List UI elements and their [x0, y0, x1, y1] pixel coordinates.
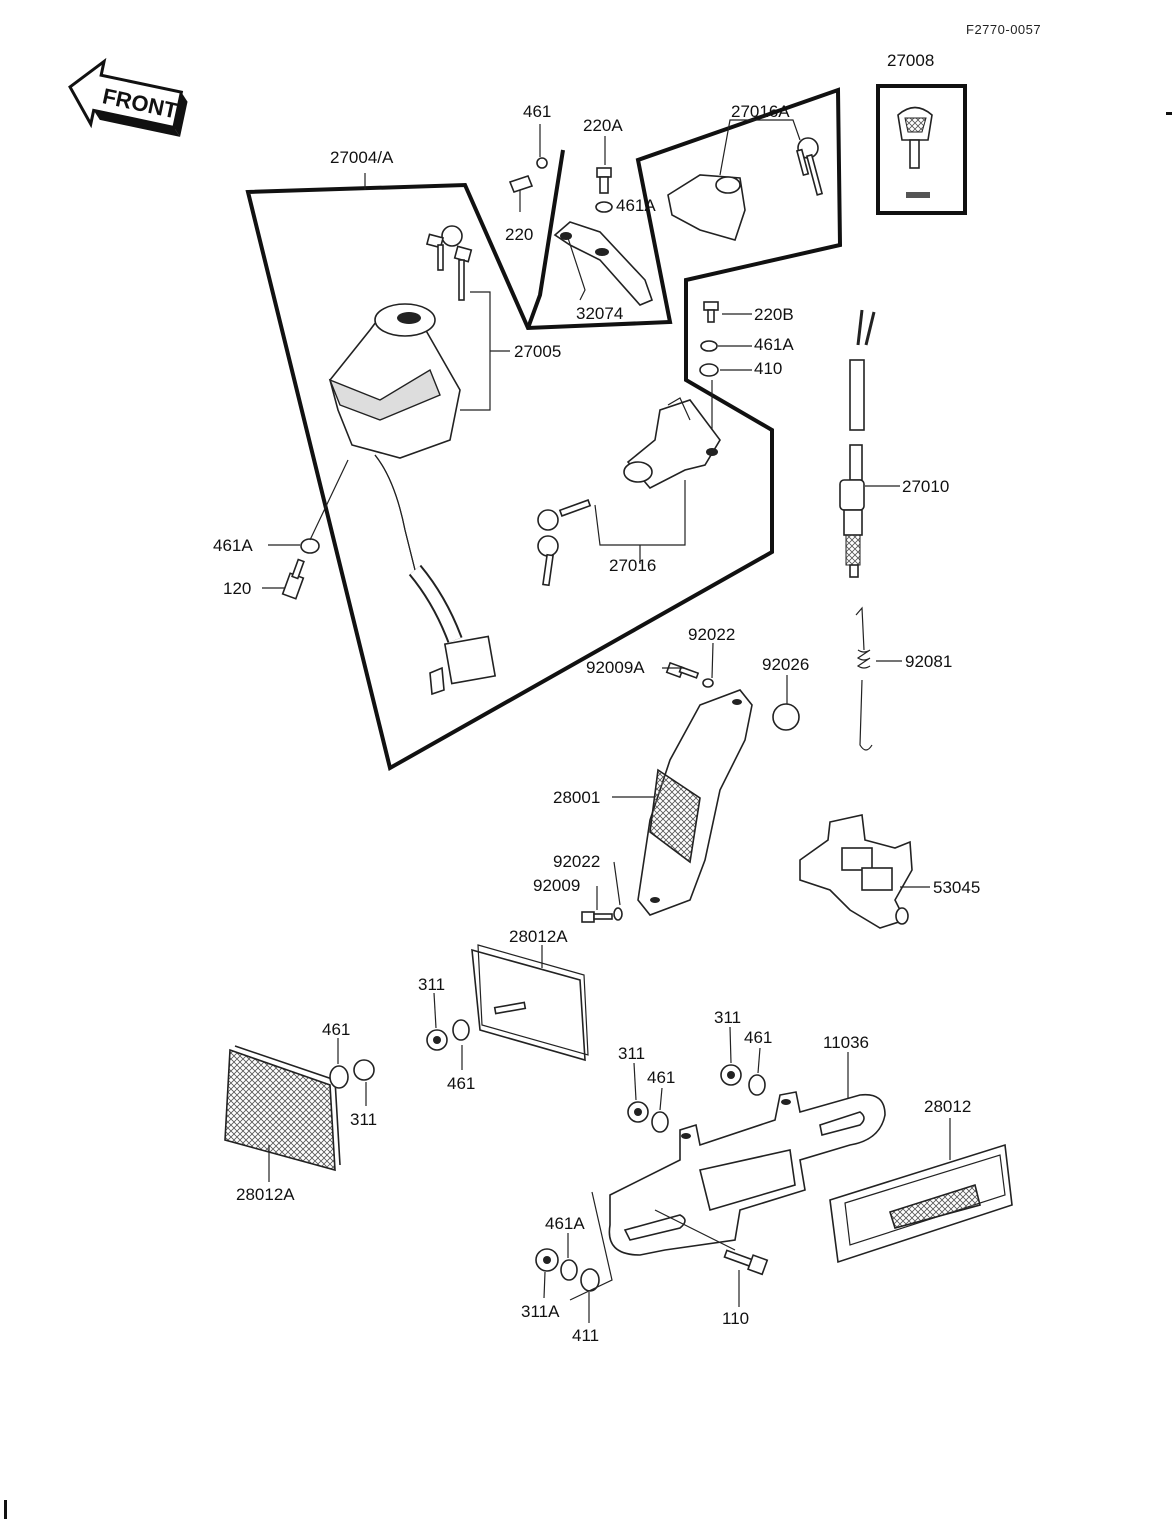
group-outline-27008	[876, 84, 967, 215]
label-461-top: 461	[523, 102, 551, 121]
label-27008: 27008	[887, 51, 934, 70]
label-461-b: 461	[447, 1074, 475, 1093]
label-27004A: 27004/A	[330, 148, 394, 167]
label-28012A-top: 28012A	[509, 927, 568, 946]
label-410: 410	[754, 359, 782, 378]
label-461A-left: 461A	[213, 536, 253, 555]
label-461A-bottom: 461A	[545, 1214, 585, 1233]
nut-washer-set-c-icon	[627, 1101, 669, 1133]
label-27010: 27010	[902, 477, 949, 496]
reflector-bracket-icon	[637, 689, 753, 916]
label-311-a: 311	[418, 975, 445, 994]
nut-washer-set-a-icon	[426, 1019, 470, 1051]
switch-27010-icon	[839, 309, 876, 578]
label-32074: 32074	[576, 304, 623, 323]
label-311-c: 311	[618, 1044, 645, 1063]
label-27005: 27005	[514, 342, 561, 361]
group-outline-32074	[526, 149, 565, 329]
switch-53045-icon	[799, 814, 913, 929]
label-11036: 11036	[823, 1033, 869, 1052]
seat-lock-icon	[667, 137, 824, 241]
nut-washer-set-d-icon	[720, 1064, 766, 1096]
spring-icon	[855, 606, 873, 751]
label-220A: 220A	[583, 116, 623, 135]
screw-220B-icon	[699, 301, 719, 430]
label-92081: 92081	[905, 652, 952, 671]
screw-220A-icon	[595, 167, 613, 213]
label-411: 411	[572, 1326, 599, 1345]
ignition-switch-icon	[328, 303, 497, 696]
label-92022-top: 92022	[688, 625, 735, 644]
label-28001: 28001	[553, 788, 600, 807]
label-311-b: 311	[350, 1110, 377, 1129]
label-311-d: 311	[714, 1008, 741, 1027]
label-461A-mid: 461A	[754, 335, 794, 354]
bolt-110-icon	[723, 1249, 769, 1276]
bolt-92009-icon	[581, 907, 623, 923]
key-pair-icon-bottom	[537, 499, 592, 587]
screw-220-icon	[508, 157, 548, 193]
bracket-32074-icon	[553, 221, 654, 306]
label-461-d: 461	[744, 1028, 772, 1047]
key-pair-icon-top	[425, 225, 473, 301]
fuel-lock-icon	[623, 397, 721, 490]
reflector-28012A-bottom-icon	[224, 1045, 375, 1172]
screw-120-icon	[281, 538, 320, 600]
label-92026: 92026	[762, 655, 809, 674]
bolt-92009A-icon	[665, 661, 800, 731]
group-outline-ignition	[245, 87, 843, 772]
label-461-a: 461	[322, 1020, 350, 1039]
label-53045: 53045	[933, 878, 980, 897]
license-bracket-icon	[608, 1091, 886, 1256]
reflector-28012-icon	[829, 1143, 1013, 1264]
label-220B: 220B	[754, 305, 794, 324]
label-92009A: 92009A	[586, 658, 645, 677]
label-27016A: 27016A	[731, 102, 790, 121]
label-461-c: 461	[647, 1068, 675, 1087]
label-461A-top: 461A	[616, 196, 656, 215]
reflector-28012A-top-icon	[471, 944, 589, 1062]
label-28012: 28012	[924, 1097, 971, 1116]
label-110: 110	[722, 1309, 749, 1328]
label-220: 220	[505, 225, 533, 244]
diagram-reference: F2770-0057	[966, 22, 1041, 37]
label-311A: 311A	[521, 1302, 560, 1321]
leader-lines	[262, 119, 951, 1323]
label-92009: 92009	[533, 876, 580, 895]
key-card-icon	[897, 106, 933, 198]
label-120: 120	[223, 579, 251, 598]
label-28012A-bottom: 28012A	[236, 1185, 295, 1204]
label-92022-bottom: 92022	[553, 852, 600, 871]
front-arrow-icon: FRONT	[68, 57, 188, 137]
label-27016: 27016	[609, 556, 656, 575]
